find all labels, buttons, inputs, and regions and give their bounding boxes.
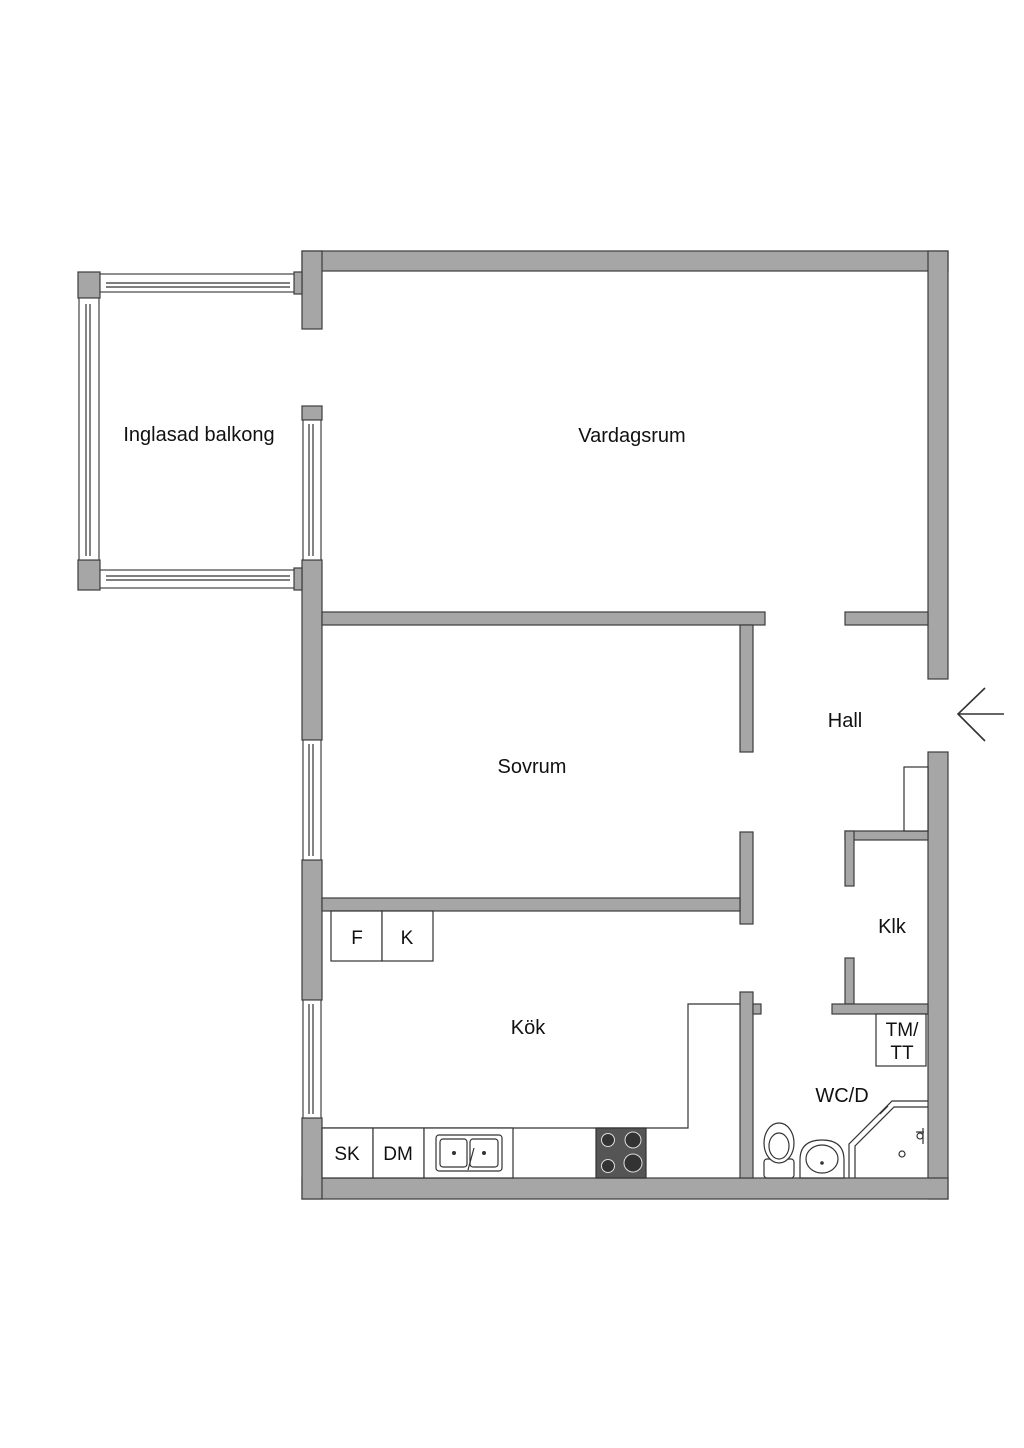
washer-label-line2: TT (890, 1043, 914, 1064)
balcony-label: Inglasad balkong (123, 424, 274, 446)
bathroom-fixtures (763, 1013, 928, 1179)
cabinet-label: SK (334, 1144, 360, 1165)
shower-icon (848, 1100, 928, 1178)
bathroom-label: WC/D (815, 1085, 868, 1107)
toilet-icon (763, 1122, 795, 1179)
living-room-label: Vardagsrum (578, 425, 685, 447)
hall-label: Hall (828, 710, 862, 732)
closet-label: Klk (878, 916, 907, 938)
freezer-box (381, 910, 434, 962)
fridge-box (330, 910, 383, 962)
stove-icon (595, 1127, 647, 1179)
bedroom-label: Sovrum (498, 756, 567, 778)
fixture-labels: F K SK DM TM/ TT (334, 928, 919, 1165)
cabinet-box (321, 1127, 374, 1179)
double-sink-icon (435, 1134, 503, 1172)
exterior-walls (301, 250, 949, 1200)
balcony-structure (77, 271, 322, 591)
room-labels: Inglasad balkong Vardagsrum Sovrum Hall … (123, 424, 907, 1107)
dishwasher-label: DM (383, 1144, 413, 1165)
kitchen-label: Kök (511, 1017, 546, 1039)
washbasin-icon (799, 1139, 845, 1179)
fridge-label: F (351, 928, 363, 949)
washer-box (875, 1013, 927, 1067)
kitchen-fixtures (321, 910, 740, 1179)
entrance-arrow-icon (956, 687, 1004, 742)
windows (302, 739, 322, 1119)
interior-walls (321, 611, 929, 1179)
washer-label-line1: TM/ (886, 1020, 919, 1041)
freezer-label: K (401, 928, 414, 949)
dishwasher-box (372, 1127, 425, 1179)
